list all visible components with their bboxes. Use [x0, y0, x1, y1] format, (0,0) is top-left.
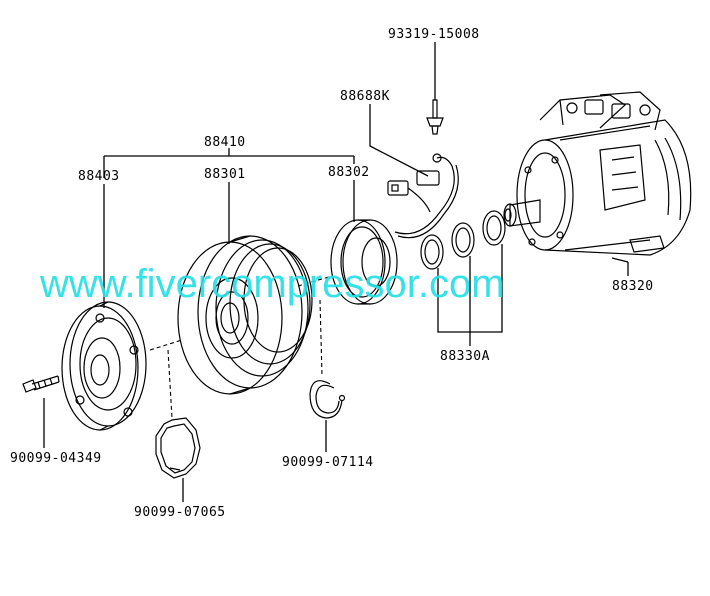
field-coil [330, 219, 398, 305]
label-88688k: 88688K [340, 89, 390, 104]
pulley [177, 235, 313, 395]
alignment-lines [149, 275, 333, 419]
label-93319-15008: 93319-15008 [388, 27, 480, 42]
label-88410: 88410 [204, 135, 246, 150]
small-bolt [426, 99, 444, 135]
label-90099-04349: 90099-04349 [10, 451, 102, 466]
snap-ring-small [309, 380, 346, 419]
label-90099-07065: 90099-07065 [134, 505, 226, 520]
label-88403: 88403 [78, 169, 120, 184]
watermark-text: www.fivercompressor.com [39, 262, 505, 306]
leader-lines [43, 42, 629, 502]
label-88302: 88302 [328, 165, 370, 180]
label-88330a: 88330A [440, 349, 490, 364]
label-90099-07114: 90099-07114 [282, 455, 374, 470]
wire-harness [387, 153, 459, 239]
hub-bolt [22, 375, 60, 393]
clutch-hub [61, 301, 147, 431]
compressor-body [503, 91, 692, 256]
label-88320: 88320 [612, 279, 654, 294]
snap-ring-large [155, 417, 201, 479]
label-88301: 88301 [204, 167, 246, 182]
shim-washers [420, 210, 506, 270]
